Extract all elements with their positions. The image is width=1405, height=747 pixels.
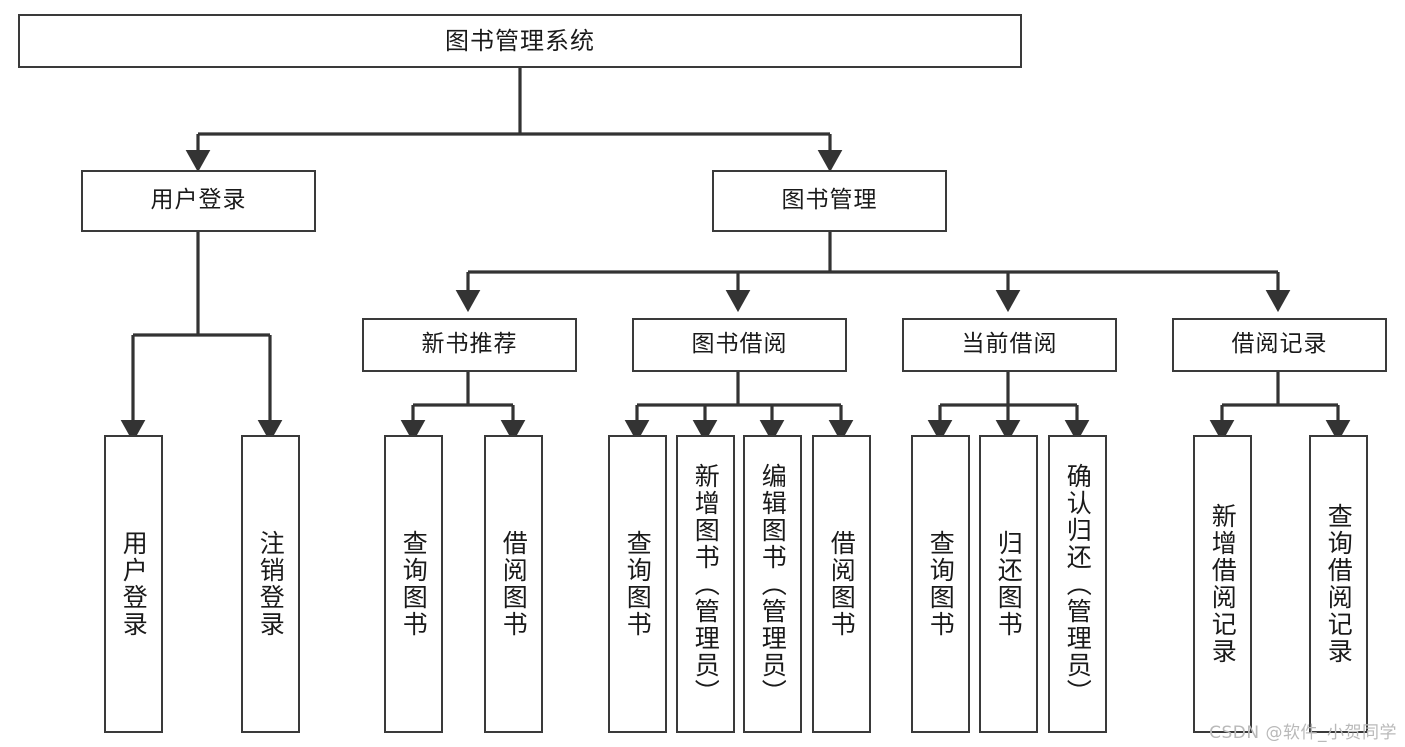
- node-leaf-newbook-borrow-book[interactable]: 借阅图书: [484, 435, 543, 733]
- node-book-borrow-label: 图书借阅: [691, 331, 788, 358]
- node-current-borrow-label: 当前借阅: [961, 331, 1058, 358]
- csdn-watermark: CSDN @软件_小贺同学: [1209, 723, 1397, 743]
- node-leaf-borrowrecord-add-record[interactable]: 新增借阅记录: [1193, 435, 1252, 733]
- node-book-management-label: 图书管理: [781, 187, 878, 214]
- node-new-book-recommend[interactable]: 新书推荐: [362, 318, 577, 372]
- node-leaf-user-login-signin[interactable]: 用户登录: [104, 435, 163, 733]
- node-current-borrow[interactable]: 当前借阅: [902, 318, 1117, 372]
- node-leaf-label: 查询图书: [399, 530, 429, 638]
- node-leaf-currentborrow-confirm-return-admin[interactable]: 确认归还（管理员）: [1048, 435, 1107, 733]
- node-leaf-borrowrecord-query-record[interactable]: 查询借阅记录: [1309, 435, 1368, 733]
- node-root-book-management-system[interactable]: 图书管理系统: [18, 14, 1022, 68]
- node-leaf-label: 注销登录: [256, 530, 286, 638]
- node-leaf-label: 确认归还（管理员）: [1063, 462, 1093, 706]
- node-leaf-user-login-signout[interactable]: 注销登录: [241, 435, 300, 733]
- node-leaf-bookborrow-add-book-admin[interactable]: 新增图书（管理员）: [676, 435, 735, 733]
- node-leaf-label: 借阅图书: [499, 530, 529, 638]
- node-leaf-currentborrow-return-book[interactable]: 归还图书: [979, 435, 1038, 733]
- node-book-management[interactable]: 图书管理: [712, 170, 947, 232]
- node-leaf-currentborrow-query-book[interactable]: 查询图书: [911, 435, 970, 733]
- node-leaf-label: 借阅图书: [827, 530, 857, 638]
- node-leaf-label: 查询图书: [926, 530, 956, 638]
- node-user-login-label: 用户登录: [150, 187, 247, 214]
- node-leaf-label: 新增图书（管理员）: [691, 462, 721, 706]
- node-leaf-bookborrow-borrow-book[interactable]: 借阅图书: [812, 435, 871, 733]
- node-leaf-label: 编辑图书（管理员）: [758, 462, 788, 706]
- node-leaf-label: 查询图书: [623, 530, 653, 638]
- node-leaf-bookborrow-edit-book-admin[interactable]: 编辑图书（管理员）: [743, 435, 802, 733]
- node-book-borrow[interactable]: 图书借阅: [632, 318, 847, 372]
- node-new-book-recommend-label: 新书推荐: [421, 331, 518, 358]
- node-root-label: 图书管理系统: [445, 26, 595, 55]
- node-leaf-label: 查询借阅记录: [1324, 503, 1354, 665]
- node-leaf-newbook-query-book[interactable]: 查询图书: [384, 435, 443, 733]
- node-leaf-label: 用户登录: [119, 530, 149, 638]
- node-leaf-bookborrow-query-book[interactable]: 查询图书: [608, 435, 667, 733]
- node-leaf-label: 归还图书: [994, 530, 1024, 638]
- node-borrow-record-label: 借阅记录: [1231, 331, 1328, 358]
- node-leaf-label: 新增借阅记录: [1208, 503, 1238, 665]
- node-borrow-record[interactable]: 借阅记录: [1172, 318, 1387, 372]
- node-user-login[interactable]: 用户登录: [81, 170, 316, 232]
